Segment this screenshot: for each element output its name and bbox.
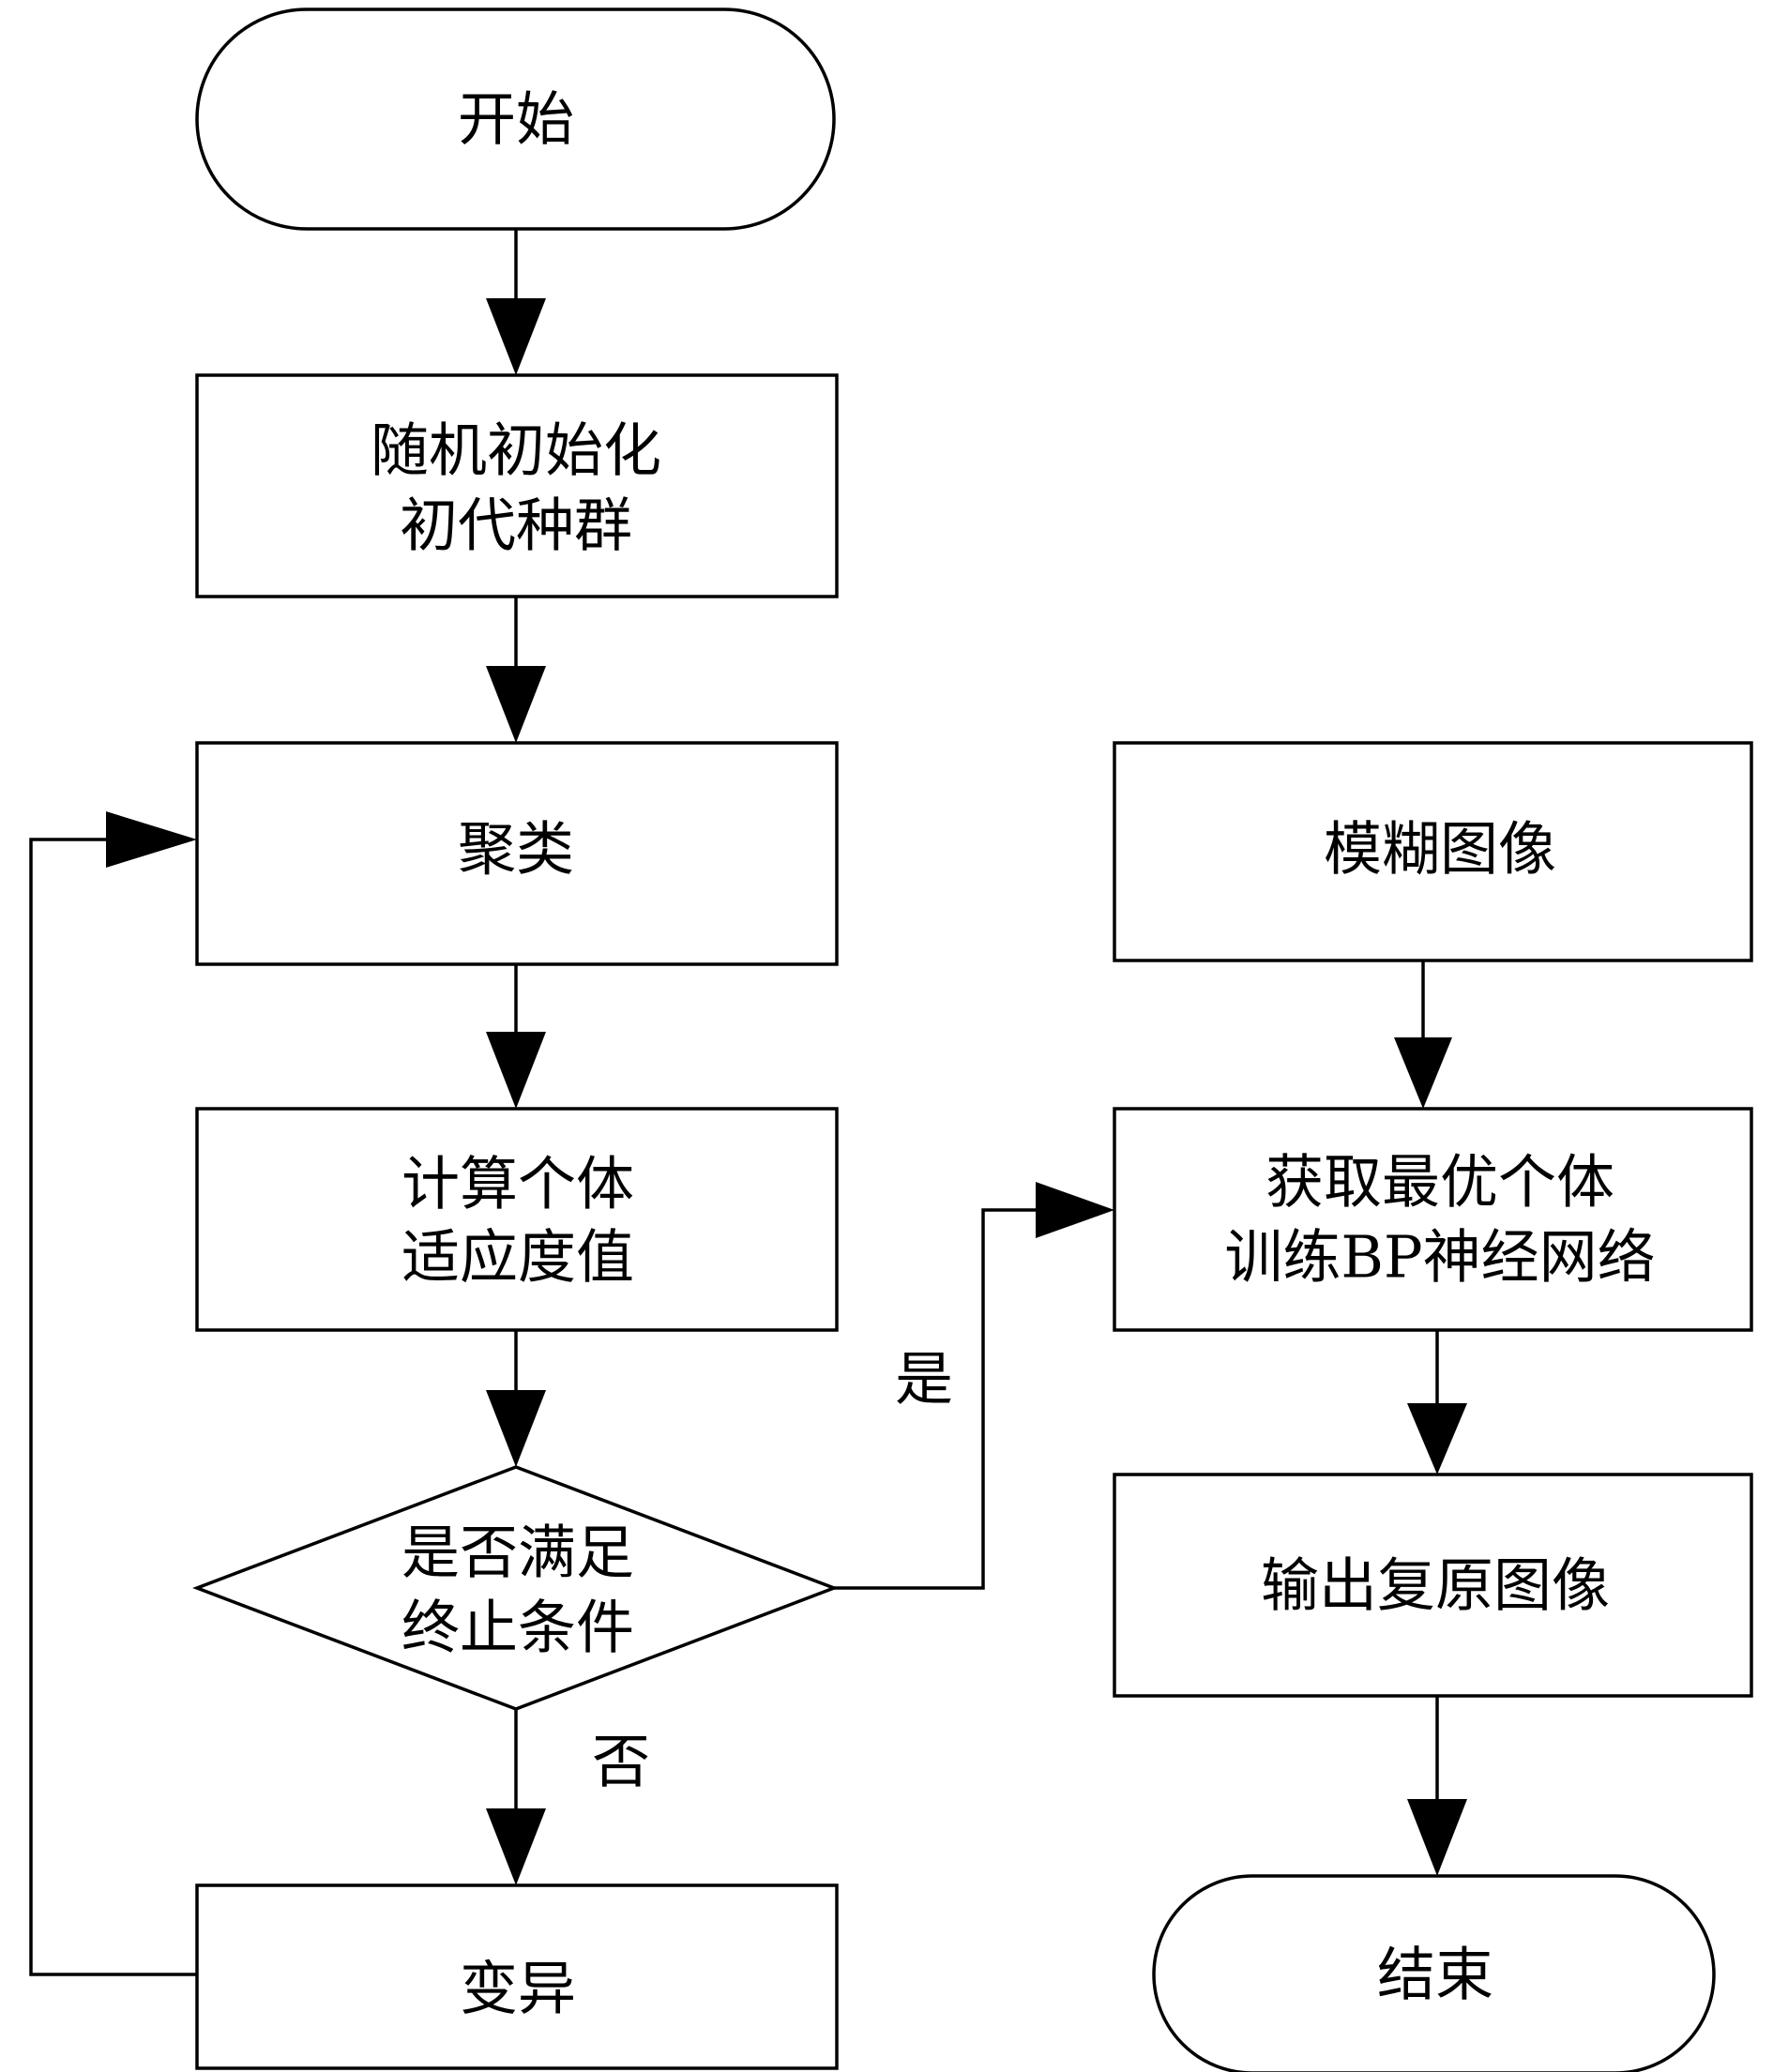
arrowhead [1036,1182,1114,1238]
edge-decision-train [834,1208,1038,1590]
train-label-line2: 训练BP神经网络 [1224,1223,1655,1292]
arrowhead [486,1808,546,1885]
output-label: 输出复原图像 [1261,1551,1610,1620]
no-label: 否 [592,1728,650,1796]
start-node [195,8,836,231]
mutate-node [195,1883,839,2070]
mutate-label: 变异 [460,1955,576,2023]
init-label-line2: 初代种群 [400,492,632,560]
end-label: 结束 [1377,1941,1493,2009]
arrowhead [486,1390,546,1467]
init-label-line1: 随机初始化 [371,416,661,485]
cluster-label: 聚类 [458,815,574,884]
arrowhead [1394,1037,1452,1109]
fitness-node [195,1107,839,1332]
blurred-label: 模糊图像 [1324,815,1556,884]
arrowhead [486,666,546,743]
edge-mutate-cluster-loop [29,838,197,1976]
output-node [1113,1473,1753,1698]
end-node [1152,1874,1716,2072]
arrowhead [1407,1799,1467,1876]
cluster-node [195,741,839,966]
blurred-node [1113,741,1753,962]
decision-label-line1: 是否满足 [402,1519,634,1587]
fitness-label-line2: 适应度值 [402,1223,634,1292]
arrowhead [1407,1403,1467,1475]
yes-label: 是 [895,1345,953,1414]
decision-label-line2: 终止条件 [402,1594,634,1662]
init-node [195,373,839,598]
train-node [1113,1107,1753,1332]
arrowhead [106,811,197,868]
start-label: 开始 [458,85,574,154]
decision-node [192,1465,839,1711]
arrowhead [486,1032,546,1109]
train-label-line1: 获取最优个体 [1265,1148,1614,1217]
fitness-label-line1: 计算个体 [402,1150,634,1218]
arrowhead [486,298,546,375]
